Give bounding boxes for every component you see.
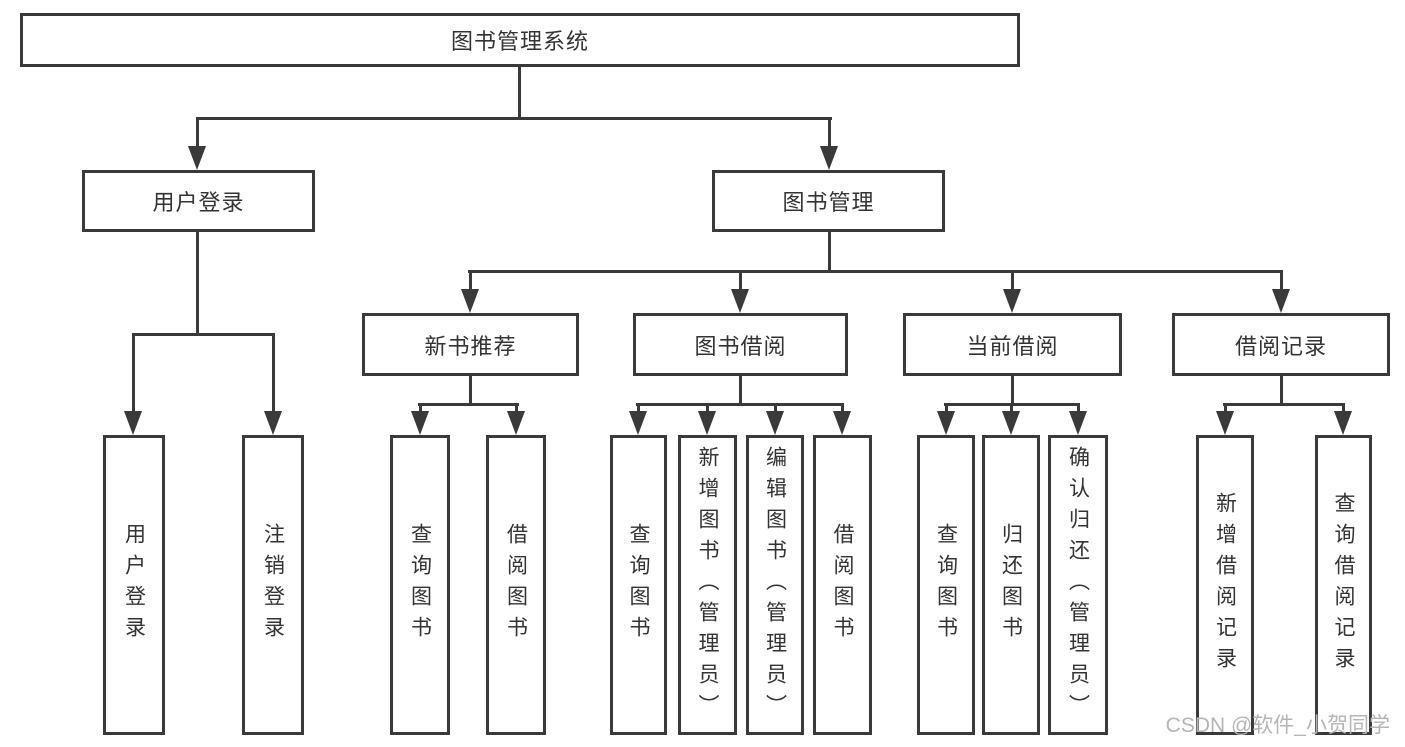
arrowhead-icon: [264, 411, 282, 435]
arrowhead-icon: [629, 411, 647, 435]
leaf-recommend-query-books: 查询图书: [390, 435, 450, 735]
node-borrow-records: 借阅记录: [1172, 313, 1390, 376]
connector-line: [706, 403, 709, 415]
connector-line: [1010, 403, 1013, 415]
connector-line: [469, 376, 472, 406]
leaf-logout: 注销登录: [242, 435, 304, 735]
connector-line: [637, 403, 640, 415]
arrowhead-icon: [1002, 411, 1020, 435]
connector-line: [1342, 403, 1345, 415]
connector-line: [774, 403, 777, 415]
arrowhead-icon: [411, 411, 429, 435]
connector-line: [132, 333, 135, 413]
leaf-borrow-query-books: 查询图书: [610, 435, 667, 735]
leaf-records-query-record: 查询借阅记录: [1315, 435, 1372, 735]
arrowhead-icon: [698, 411, 716, 435]
connector-line: [196, 232, 199, 336]
connector-line: [1280, 376, 1283, 406]
connector-line: [1077, 403, 1080, 415]
connector-line: [828, 117, 831, 151]
arrowhead-icon: [937, 411, 955, 435]
leaf-current-return-books: 归还图书: [982, 435, 1040, 735]
arrowhead-icon: [766, 411, 784, 435]
arrowhead-icon: [731, 289, 749, 313]
connector-line: [841, 403, 844, 415]
connector-line: [739, 270, 742, 292]
connector-line: [1224, 403, 1227, 415]
connector-line: [418, 403, 519, 406]
connector-line: [468, 270, 1283, 273]
arrowhead-icon: [461, 289, 479, 313]
connector-line: [1011, 270, 1014, 292]
leaf-current-confirm-return-admin: 确认归还（管理员）: [1048, 435, 1108, 735]
arrowhead-icon: [833, 411, 851, 435]
node-current-borrow: 当前借阅: [903, 313, 1122, 376]
leaf-user-login: 用户登录: [103, 435, 165, 735]
leaf-borrow-borrow-books: 借阅图书: [813, 435, 872, 735]
connector-line: [469, 270, 472, 292]
connector-line: [132, 333, 275, 336]
arrowhead-icon: [1334, 411, 1352, 435]
arrowhead-icon: [1216, 411, 1234, 435]
connector-line: [196, 117, 199, 151]
node-book-management: 图书管理: [712, 170, 945, 232]
connector-line: [1011, 376, 1014, 406]
connector-line: [945, 403, 948, 415]
connector-line: [272, 333, 275, 413]
connector-line: [828, 232, 831, 273]
watermark: CSDN @软件_小贺同学: [1165, 714, 1390, 737]
arrowhead-icon: [820, 146, 838, 170]
leaf-current-query-books: 查询图书: [917, 435, 975, 735]
node-new-book-recommend: 新书推荐: [362, 313, 579, 376]
connector-line: [1280, 270, 1283, 292]
leaf-borrow-edit-books-admin: 编辑图书（管理员）: [746, 435, 804, 735]
connector-line: [1223, 403, 1345, 406]
arrowhead-icon: [1069, 411, 1087, 435]
connector-line: [196, 117, 832, 120]
connector-line: [636, 403, 844, 406]
connector-line: [518, 66, 521, 119]
connector-line: [515, 403, 518, 415]
connector-line: [739, 376, 742, 406]
connector-line: [419, 403, 422, 415]
arrowhead-icon: [124, 411, 142, 435]
node-user-login: 用户登录: [82, 170, 315, 232]
arrowhead-icon: [1272, 289, 1290, 313]
arrowhead-icon: [188, 146, 206, 170]
leaf-records-add-record: 新增借阅记录: [1196, 435, 1254, 735]
arrowhead-icon: [1003, 289, 1021, 313]
leaf-borrow-add-books-admin: 新增图书（管理员）: [678, 435, 737, 735]
node-book-borrow: 图书借阅: [633, 313, 848, 376]
node-root: 图书管理系统: [20, 13, 1020, 67]
arrowhead-icon: [507, 411, 525, 435]
leaf-recommend-borrow-books: 借阅图书: [486, 435, 546, 735]
